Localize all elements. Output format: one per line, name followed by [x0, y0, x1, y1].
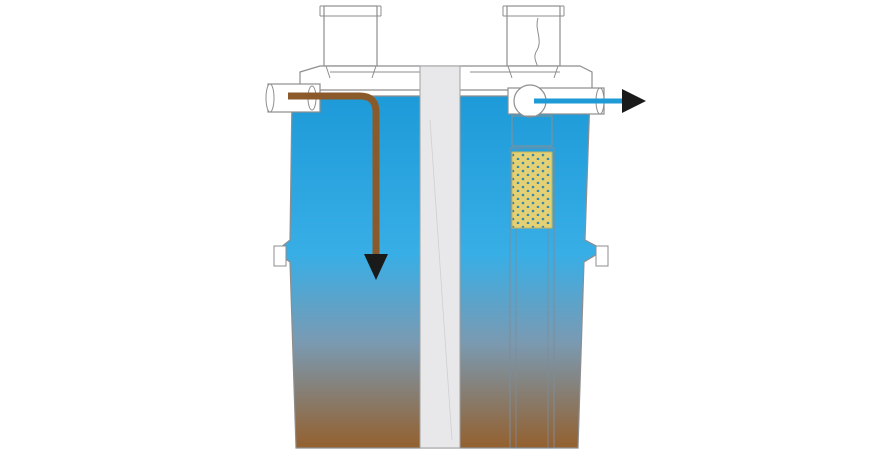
side-lug-left [273, 245, 287, 267]
outlet-riser [502, 5, 565, 73]
side-lug-right [595, 245, 609, 267]
inflow-line [288, 92, 380, 258]
inlet-riser [319, 5, 382, 67]
inflow-arrow-icon [364, 254, 388, 280]
effluent-filter [511, 151, 553, 229]
baffle-wall [419, 65, 461, 449]
outflow-arrow-icon [622, 89, 646, 113]
